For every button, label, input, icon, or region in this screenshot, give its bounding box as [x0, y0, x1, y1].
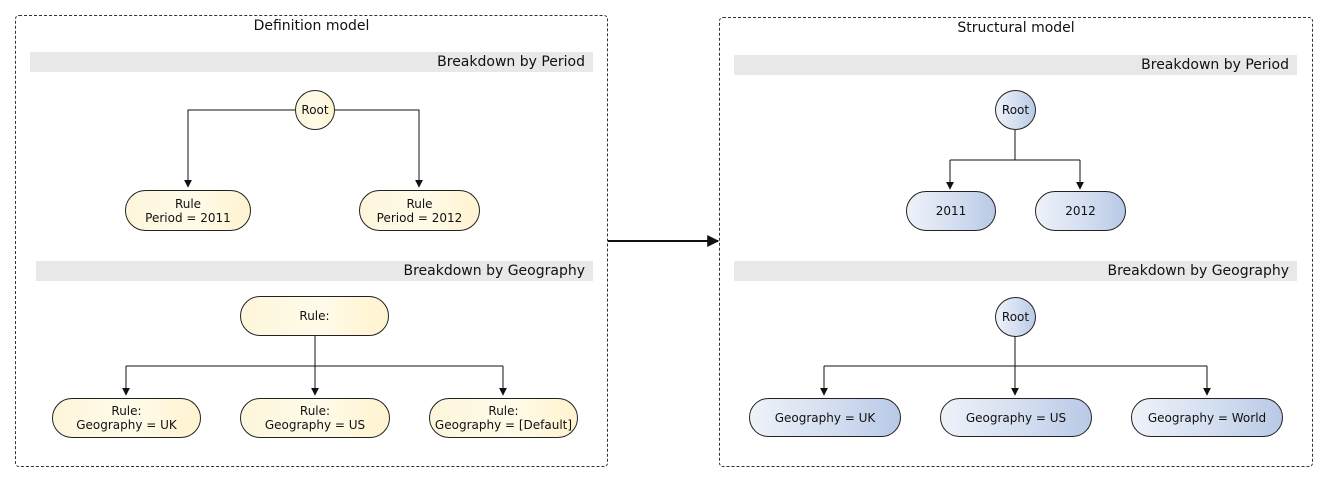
rule-top-label: Rule:: [299, 309, 330, 323]
structural-geography-heading: Breakdown by Geography: [734, 261, 1297, 281]
connector-root-to-rule-2011: [184, 109, 295, 188]
rule-geography-uk-line1: Rule:: [111, 404, 142, 418]
rule-geography-uk-line2: Geography = UK: [76, 418, 177, 432]
definition-root-node: Root: [295, 90, 335, 130]
geography-uk-node: Geography = UK: [749, 398, 901, 437]
rule-period-2012-line1: Rule: [406, 196, 433, 211]
geography-world-node: Geography = World: [1131, 398, 1283, 437]
rule-period-2012-node: Rule Period = 2012: [359, 190, 480, 231]
structural-2012-label: 2012: [1065, 204, 1096, 218]
structural-period-root-label: Root: [1001, 103, 1030, 117]
structural-model-panel: Structural model: [719, 17, 1313, 467]
geography-world-label: Geography = World: [1147, 410, 1267, 425]
rule-geography-us-node: Rule: Geography = US: [240, 398, 390, 438]
definition-geography-heading: Breakdown by Geography: [36, 261, 593, 281]
rule-top-node: Rule:: [240, 296, 389, 336]
rule-geography-us-line1: Rule:: [299, 404, 331, 418]
rule-geography-default-line2: Geography = [Default]: [434, 418, 573, 432]
connector-root-to-rule-2012: [335, 109, 423, 188]
structural-2011-label: 2011: [935, 204, 967, 218]
geography-us-label: Geography = US: [965, 410, 1067, 425]
structural-2012-node: 2012: [1035, 191, 1126, 231]
structural-geography-root-label: Root: [1001, 310, 1030, 324]
rule-period-2011-node: Rule Period = 2011: [125, 190, 251, 231]
rule-period-2012-line2: Period = 2012: [376, 210, 463, 225]
definition-root-label: Root: [301, 103, 329, 117]
rule-geography-default-line1: Rule:: [488, 404, 519, 418]
structural-period-heading: Breakdown by Period: [734, 55, 1297, 75]
definition-model-panel: Definition model: [15, 15, 608, 467]
definition-model-title: Definition model: [253, 18, 370, 34]
geography-us-node: Geography = US: [940, 398, 1092, 437]
structural-model-title: Structural model: [957, 20, 1075, 36]
rule-geography-us-line2: Geography = US: [264, 418, 366, 432]
geography-uk-label: Geography = UK: [774, 410, 876, 425]
structural-2011-node: 2011: [906, 191, 996, 231]
rule-geography-default-node: Rule: Geography = [Default]: [429, 398, 578, 438]
structural-geography-root-node: Root: [995, 297, 1036, 337]
rule-period-2011-line2: Period = 2011: [145, 210, 231, 225]
rule-geography-uk-node: Rule: Geography = UK: [52, 398, 201, 438]
structural-period-root-node: Root: [995, 90, 1036, 130]
definition-period-heading: Breakdown by Period: [30, 52, 593, 72]
rule-period-2011-line1: Rule: [174, 196, 202, 211]
